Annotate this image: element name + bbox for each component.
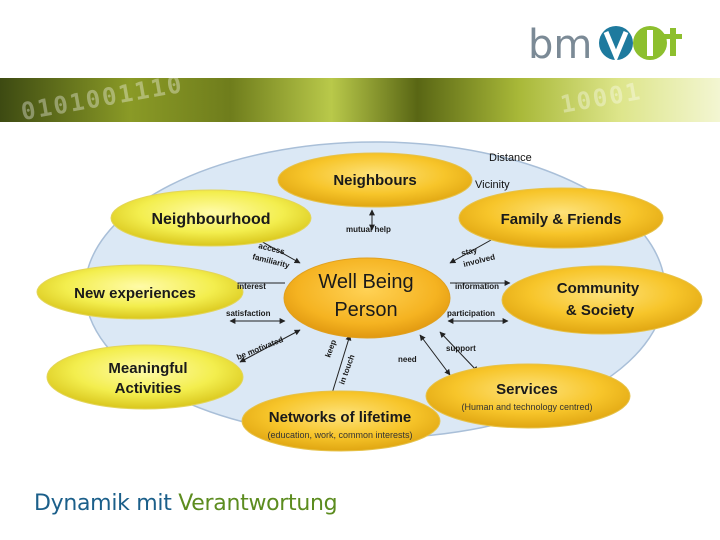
- footer-slogan: Dynamik mit Verantwortung: [34, 491, 337, 516]
- node-community-label-1: Community: [557, 280, 640, 297]
- node-community-society: [502, 266, 702, 334]
- node-neighbourhood-label: Neighbourhood: [151, 211, 270, 228]
- node-community-label-2: & Society: [566, 302, 635, 319]
- relation-participation: participation: [447, 309, 495, 318]
- slogan-word-2: mit: [136, 491, 171, 516]
- node-meaningful-label-1: Meaningful: [108, 360, 187, 377]
- relation-information: information: [455, 282, 499, 291]
- logo-i-mark: [647, 30, 653, 56]
- node-services-label: Services: [496, 381, 558, 398]
- relation-support: support: [446, 344, 476, 353]
- node-networks-label: Networks of lifetime: [269, 409, 412, 426]
- wellbeing-diagram: Distance Vicinity Neighbours Neighbourho…: [30, 140, 710, 470]
- node-center: [284, 258, 450, 338]
- slogan-word-1: Dynamik: [34, 491, 130, 516]
- node-neighbours-label: Neighbours: [333, 172, 416, 189]
- node-family-friends-label: Family & Friends: [501, 211, 622, 228]
- center-label-1: Well Being: [318, 271, 413, 293]
- relation-satisfaction: satisfaction: [226, 309, 271, 318]
- logo-text: bm: [528, 22, 592, 68]
- logo-t-stem: [670, 28, 676, 56]
- slogan-word-3: Verantwortung: [178, 491, 337, 516]
- node-meaningful-label-2: Activities: [115, 380, 182, 397]
- label-distance: Distance: [489, 152, 532, 164]
- node-meaningful-activities: [47, 345, 243, 409]
- node-new-experiences-label: New experiences: [74, 285, 196, 302]
- node-services-sublabel: (Human and technology centred): [461, 402, 592, 412]
- relation-need: need: [398, 355, 417, 364]
- relation-interest: interest: [237, 282, 266, 291]
- logo-t-bar: [664, 34, 682, 39]
- node-networks-sublabel: (education, work, common interests): [267, 430, 412, 440]
- center-label-2: Person: [334, 299, 397, 321]
- header-banner: 0101001110 10001: [0, 78, 720, 122]
- bmvit-logo: bm: [528, 18, 693, 68]
- banner-decoration: 0101001110: [19, 78, 186, 122]
- relation-mutual-help: mutual help: [346, 225, 391, 234]
- label-vicinity: Vicinity: [475, 179, 510, 191]
- banner-decoration: 10001: [558, 78, 644, 119]
